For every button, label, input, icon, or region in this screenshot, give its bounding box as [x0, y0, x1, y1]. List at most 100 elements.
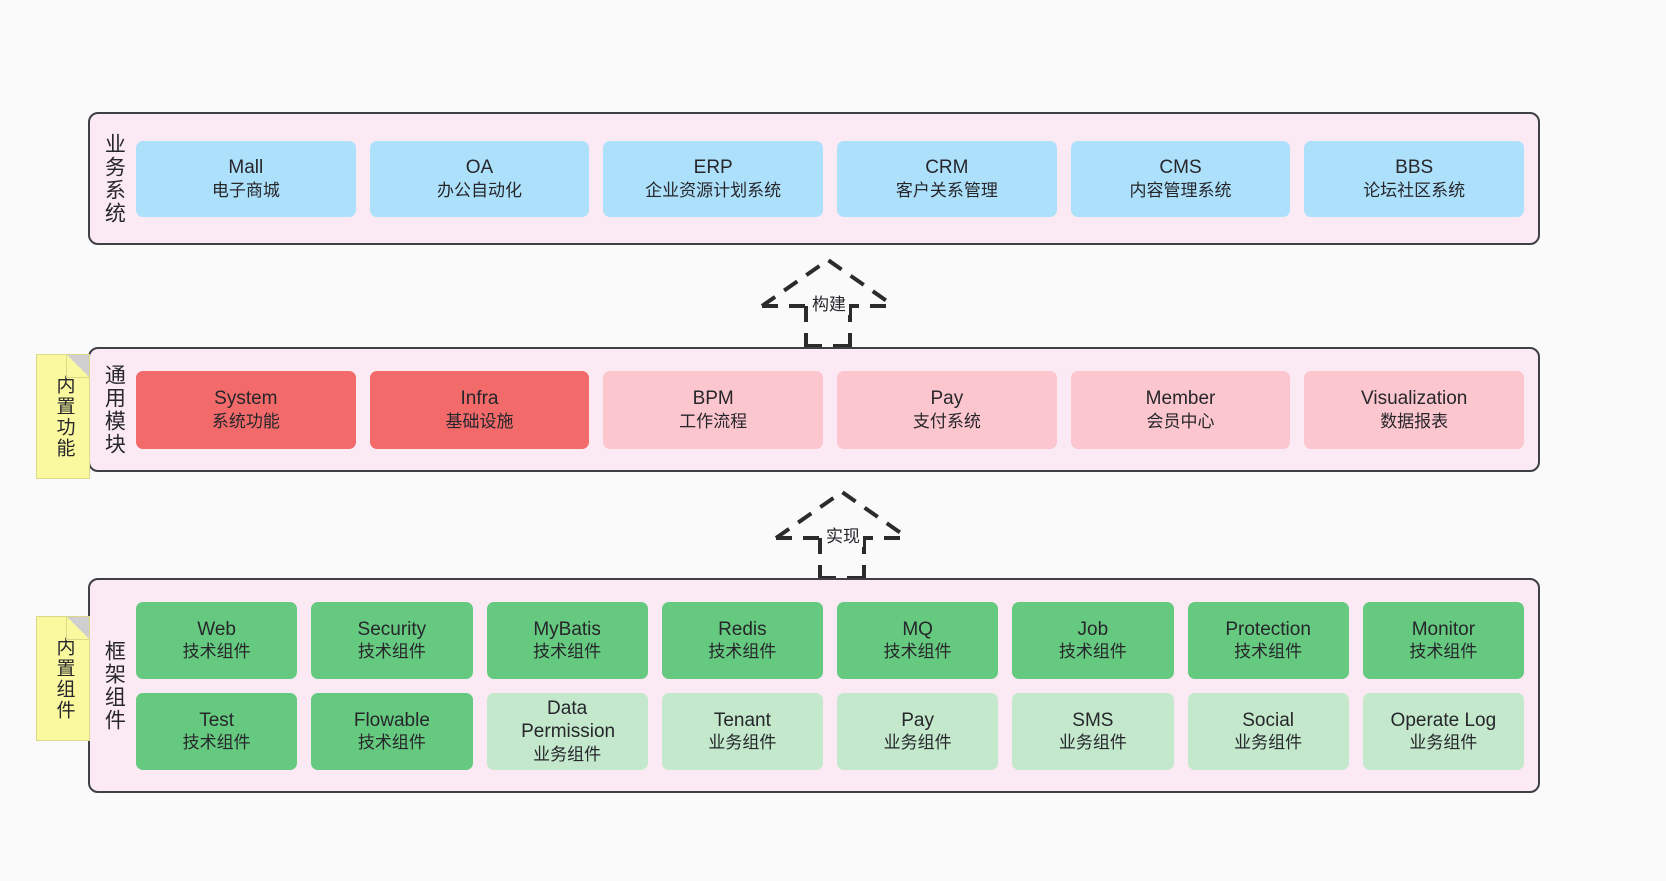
node-title: Redis [718, 618, 767, 640]
note-text: 内置组件 [53, 636, 75, 721]
node-subtitle: 工作流程 [679, 411, 748, 431]
node-title: CMS [1159, 157, 1202, 178]
node-title: Infra [460, 388, 499, 409]
node-title: CRM [925, 157, 969, 178]
node-data-permission[interactable]: Data Permission 业务组件 [486, 692, 648, 770]
node-pay-business[interactable]: Pay 业务组件 [837, 692, 999, 770]
node-subtitle: 数据报表 [1380, 411, 1449, 431]
node-title: Web [197, 618, 236, 640]
node-subtitle: 技术组件 [357, 642, 426, 662]
node-subtitle: 技术组件 [182, 733, 251, 753]
node-title: Flowable [353, 709, 430, 731]
node-subtitle: 业务组件 [1409, 733, 1478, 753]
note-builtin-function: 内置功能 [36, 354, 90, 479]
node-subtitle: 支付系统 [912, 411, 981, 431]
node-title: SMS [1072, 709, 1114, 731]
layer-body-common-module: System 系统功能 Infra 基础设施 BPM 工作流程 Pay 支付系统… [136, 349, 1538, 470]
node-subtitle: 系统功能 [211, 411, 280, 431]
row: Mall 电子商城 OA 办公自动化 ERP 企业资源计划系统 CRM 客户关系… [136, 140, 1525, 217]
node-member[interactable]: Member 会员中心 [1070, 370, 1291, 449]
node-subtitle: 技术组件 [533, 642, 602, 662]
node-visualization[interactable]: Visualization 数据报表 [1304, 370, 1525, 449]
node-title: OA [465, 157, 494, 178]
node-subtitle: 技术组件 [1058, 642, 1127, 662]
node-subtitle: 业务组件 [1234, 733, 1303, 753]
node-subtitle: 办公自动化 [437, 180, 522, 200]
note-builtin-component: 内置组件 [36, 616, 90, 741]
node-title: Mall [228, 157, 264, 178]
node-title: Data Permission [521, 697, 616, 743]
node-subtitle: 会员中心 [1146, 411, 1215, 431]
node-subtitle: 业务组件 [533, 745, 602, 765]
node-test[interactable]: Test 技术组件 [136, 692, 298, 770]
node-system[interactable]: System 系统功能 [136, 370, 356, 449]
node-subtitle: 企业资源计划系统 [645, 180, 782, 200]
connector-build: 构建 [744, 256, 914, 348]
layer-label-business-system: 业务系统 [102, 132, 126, 225]
node-mybatis[interactable]: MyBatis 技术组件 [486, 601, 648, 679]
node-title: Test [199, 709, 235, 731]
node-title: MyBatis [533, 618, 601, 640]
node-title: Protection [1225, 618, 1311, 640]
node-protection[interactable]: Protection 技术组件 [1187, 601, 1349, 679]
node-mall[interactable]: Mall 电子商城 [136, 140, 356, 217]
node-subtitle: 业务组件 [883, 733, 952, 753]
node-title: System [214, 388, 278, 409]
node-title: ERP [693, 157, 733, 178]
node-title: Member [1145, 388, 1216, 409]
node-bbs[interactable]: BBS 论坛社区系统 [1304, 140, 1525, 217]
row: Test 技术组件 Flowable 技术组件 Data Permission … [136, 692, 1524, 770]
node-subtitle: 论坛社区系统 [1363, 180, 1466, 200]
node-infra[interactable]: Infra 基础设施 [369, 370, 590, 449]
node-social[interactable]: Social 业务组件 [1187, 692, 1349, 770]
layer-label-framework-component: 框架组件 [102, 639, 126, 732]
layer-common-module: 通用模块 System 系统功能 Infra 基础设施 BPM 工作流程 Pay… [88, 347, 1540, 472]
node-title: Visualization [1361, 388, 1468, 409]
node-subtitle: 技术组件 [1409, 642, 1478, 662]
node-job[interactable]: Job 技术组件 [1012, 601, 1174, 679]
node-flowable[interactable]: Flowable 技术组件 [311, 692, 473, 770]
connector-label-implement: 实现 [823, 522, 863, 547]
node-title: BBS [1395, 157, 1434, 178]
node-mq[interactable]: MQ 技术组件 [837, 601, 999, 679]
node-subtitle: 技术组件 [708, 642, 777, 662]
node-title: Monitor [1411, 618, 1476, 640]
node-subtitle: 技术组件 [883, 642, 952, 662]
row: Web 技术组件 Security 技术组件 MyBatis 技术组件 Redi… [136, 601, 1524, 679]
node-title: Operate Log [1390, 709, 1497, 731]
connector-implement: 实现 [758, 488, 928, 580]
node-cms[interactable]: CMS 内容管理系统 [1070, 140, 1291, 217]
node-title: Job [1077, 618, 1109, 640]
node-crm[interactable]: CRM 客户关系管理 [837, 140, 1057, 217]
layer-body-business-system: Mall 电子商城 OA 办公自动化 ERP 企业资源计划系统 CRM 客户关系… [136, 114, 1538, 243]
node-subtitle: 电子商城 [211, 180, 280, 200]
node-subtitle: 技术组件 [1234, 642, 1303, 662]
node-oa[interactable]: OA 办公自动化 [369, 140, 590, 217]
node-monitor[interactable]: Monitor 技术组件 [1362, 601, 1524, 679]
node-operate-log[interactable]: Operate Log 业务组件 [1362, 692, 1524, 770]
node-sms[interactable]: SMS 业务组件 [1012, 692, 1174, 770]
node-erp[interactable]: ERP 企业资源计划系统 [603, 140, 824, 217]
node-title: Security [357, 618, 427, 640]
note-text: 内置功能 [53, 374, 75, 459]
node-redis[interactable]: Redis 技术组件 [661, 601, 823, 679]
connector-label-build: 构建 [809, 290, 849, 315]
node-security[interactable]: Security 技术组件 [311, 601, 473, 679]
node-title: BPM [692, 388, 734, 409]
node-subtitle: 基础设施 [445, 411, 514, 431]
node-title: Social [1242, 709, 1294, 731]
layer-framework-component: 框架组件 Web 技术组件 Security 技术组件 MyBatis 技术组件… [88, 578, 1540, 793]
node-title: MQ [902, 618, 933, 640]
row: System 系统功能 Infra 基础设施 BPM 工作流程 Pay 支付系统… [136, 370, 1525, 449]
node-subtitle: 技术组件 [182, 642, 251, 662]
layer-body-framework-component: Web 技术组件 Security 技术组件 MyBatis 技术组件 Redi… [136, 580, 1538, 791]
node-subtitle: 业务组件 [708, 733, 777, 753]
node-tenant[interactable]: Tenant 业务组件 [661, 692, 823, 770]
node-pay[interactable]: Pay 支付系统 [837, 370, 1057, 449]
node-subtitle: 内容管理系统 [1129, 180, 1232, 200]
node-bpm[interactable]: BPM 工作流程 [603, 370, 824, 449]
node-title: Tenant [713, 709, 771, 731]
node-web[interactable]: Web 技术组件 [136, 601, 298, 679]
layer-business-system: 业务系统 Mall 电子商城 OA 办公自动化 ERP 企业资源计划系统 CRM… [88, 112, 1540, 245]
